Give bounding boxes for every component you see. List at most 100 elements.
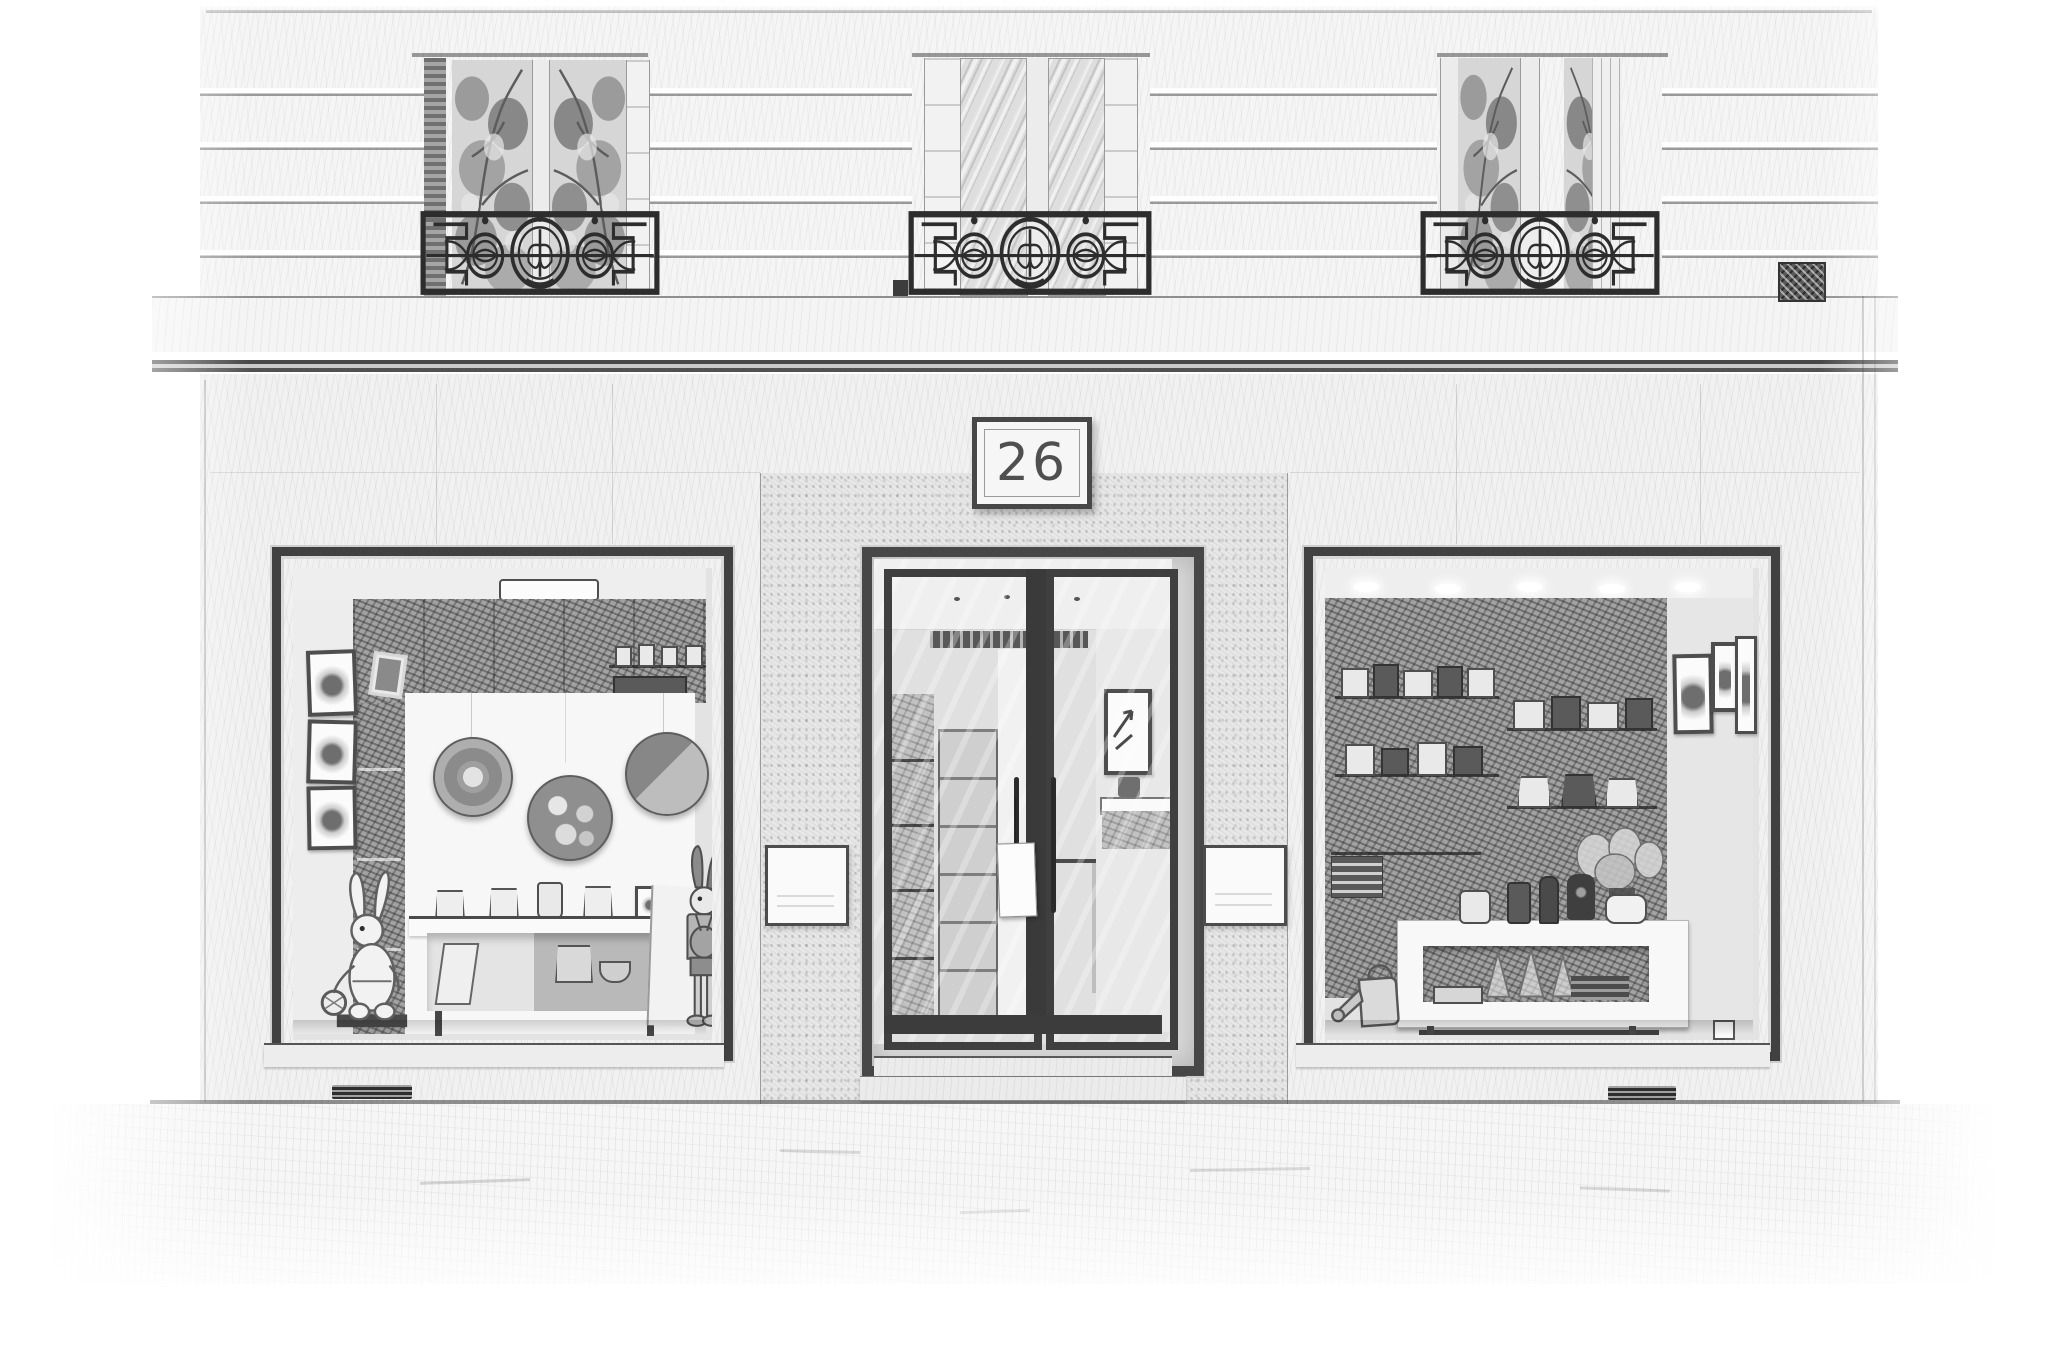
shelf-item xyxy=(615,646,632,667)
plate-hanging-wire xyxy=(663,693,664,735)
door-step-upper xyxy=(874,1056,1172,1078)
paper-fade-right xyxy=(1820,0,2048,1365)
stone-joint xyxy=(436,384,437,544)
wall-plate-2 xyxy=(527,775,613,861)
shelf-product xyxy=(1453,746,1483,776)
table-leg xyxy=(1629,1026,1636,1034)
window-lintel xyxy=(912,53,1150,57)
jar-on-table xyxy=(583,886,613,920)
rabbit-figurine xyxy=(315,868,427,1034)
stone-groove xyxy=(200,196,424,206)
shelf xyxy=(1331,852,1481,855)
table-leg xyxy=(1427,1026,1434,1034)
stone-groove xyxy=(1662,250,1878,260)
shelf xyxy=(1507,728,1657,731)
flat-box-inside xyxy=(1433,986,1483,1004)
wall-plate-1 xyxy=(433,737,513,817)
book-stack xyxy=(1331,856,1383,898)
shelf-product xyxy=(1381,748,1409,776)
number-plaque-inner-border xyxy=(984,429,1080,497)
framed-print xyxy=(305,649,359,717)
ceiling-light-dot xyxy=(1074,597,1080,601)
shelf-bag xyxy=(1561,774,1597,808)
hanging-sign xyxy=(996,842,1038,918)
stone-groove xyxy=(1662,142,1878,152)
stone-joint xyxy=(1290,472,1860,473)
window-lintel xyxy=(1437,53,1668,57)
cylinder-vase xyxy=(1507,882,1531,924)
stone-joint xyxy=(210,472,760,473)
recessed-light-fixture xyxy=(499,579,599,601)
ornate-vase xyxy=(1567,874,1595,920)
interior-console-base xyxy=(1102,811,1170,849)
shelf-product xyxy=(1403,670,1433,698)
door-kick-rail xyxy=(884,1015,1162,1034)
door-leaf-right xyxy=(1046,569,1178,1050)
ceiling-spotlight xyxy=(1599,584,1625,594)
shelf-item xyxy=(661,646,678,667)
interior-shelf xyxy=(888,889,934,892)
table-top-object xyxy=(1459,890,1491,924)
vase-on-table xyxy=(537,882,563,920)
framed-print xyxy=(306,785,358,851)
shelf-product xyxy=(1625,698,1653,730)
shelf-product xyxy=(1587,702,1619,730)
shelf-product xyxy=(1437,666,1463,698)
left-window-sill xyxy=(264,1043,724,1067)
stone-groove xyxy=(648,142,912,152)
ceiling-spotlight xyxy=(1435,584,1461,594)
door-step-lower xyxy=(860,1076,1186,1101)
shelf-bag xyxy=(1605,778,1639,808)
stone-groove xyxy=(1150,196,1437,206)
balcony-railing-2 xyxy=(908,208,1152,298)
interior-floor-shadow xyxy=(1325,1020,1753,1034)
wall-plate-3 xyxy=(625,732,709,816)
small-sculpture xyxy=(1539,876,1559,924)
sidewalk-edge-line xyxy=(150,1100,1900,1104)
interior-shelf-unit xyxy=(888,694,934,1032)
stone-joint xyxy=(1700,384,1701,544)
table-leg xyxy=(435,1011,442,1036)
cornice-highlight xyxy=(152,352,1898,360)
framed-picture xyxy=(1672,653,1714,735)
shelf-product xyxy=(1551,696,1581,730)
tray-stack xyxy=(1571,976,1629,1000)
balcony-small-object xyxy=(893,280,908,296)
building-number: 26 xyxy=(995,433,1069,493)
stone-groove xyxy=(200,142,424,152)
door-center-stile xyxy=(1026,569,1046,1034)
info-plaque-right xyxy=(1203,845,1287,926)
ceiling-light-dot xyxy=(1004,595,1010,599)
air-vent-right xyxy=(1608,1086,1676,1100)
wall-outlet xyxy=(1713,1020,1735,1040)
window-shutter xyxy=(626,60,650,292)
shelf-bag xyxy=(1517,776,1551,808)
entry-door xyxy=(862,547,1204,1076)
stone-groove xyxy=(1150,142,1437,152)
glass-cone xyxy=(1517,946,1545,1002)
stone-groove xyxy=(1662,196,1878,206)
stone-groove xyxy=(648,88,912,98)
framed-picture xyxy=(1735,636,1757,734)
number-plaque: 26 xyxy=(972,417,1092,509)
ledge-junction-box xyxy=(1778,262,1826,302)
window-lintel xyxy=(412,53,648,57)
framed-print-small xyxy=(368,650,408,700)
shelf-tick xyxy=(357,858,401,861)
shelf-item xyxy=(638,644,655,667)
paper-fade-left xyxy=(0,0,250,1365)
balcony-railing-1 xyxy=(420,208,660,298)
interior-shelf xyxy=(888,957,934,960)
ceiling-spotlight xyxy=(1675,582,1701,592)
cup-inside-table xyxy=(555,945,593,983)
balcony-railing-3 xyxy=(1420,208,1660,298)
stone-groove xyxy=(1150,88,1437,98)
door-handle-right xyxy=(1051,777,1056,913)
air-vent-left xyxy=(332,1085,412,1099)
interior-table xyxy=(1046,859,1096,993)
plate-hanging-wire xyxy=(471,693,472,739)
window-mullion xyxy=(532,60,550,292)
shelf-tick xyxy=(357,768,401,771)
rabbit-mannequin xyxy=(673,844,712,1030)
